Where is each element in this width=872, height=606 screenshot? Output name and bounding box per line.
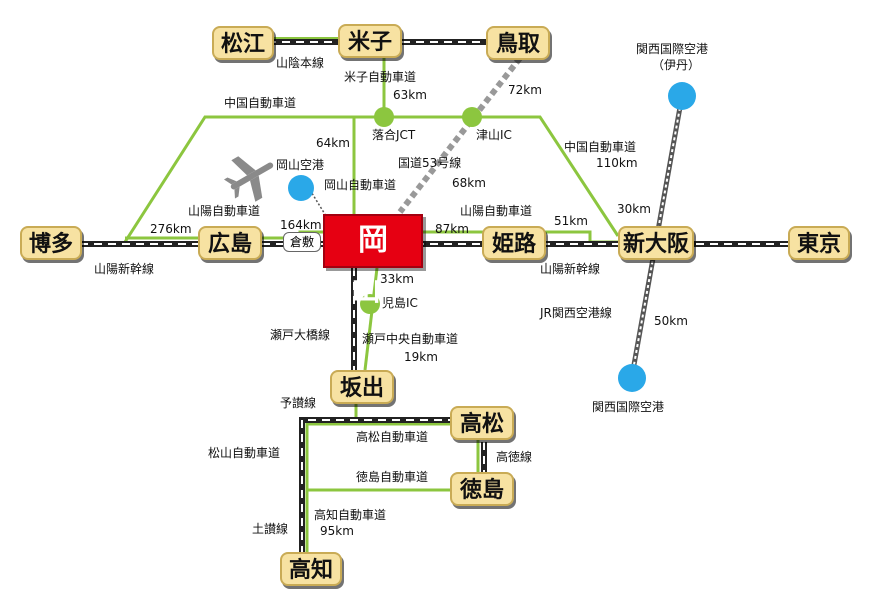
label-kojima-ic: 児島IC [382,296,418,310]
city-tottori[interactable]: 鳥取 [486,26,550,60]
city-shin-osaka[interactable]: 新大阪 [618,226,694,260]
label-itami-note: （伊丹） [652,58,701,72]
label-tokushima-expressway: 徳島自動車道 [356,470,429,484]
label-kansai-airport: 関西国際空港 [592,400,665,414]
label-himeji-distance: 87km [435,222,469,236]
city-okayama[interactable]: 岡山 [323,214,423,308]
city-tokushima[interactable]: 徳島 [450,472,514,506]
city-himeji[interactable]: 姫路 [482,226,546,260]
label-chugoku-east-distance: 110km [596,156,638,170]
label-okayama-airport: 岡山空港 [276,158,325,172]
label-sanin-line: 山陰本線 [276,56,325,70]
label-kotoku-line: 高徳線 [496,450,533,464]
okayama-airport-dot [288,175,314,201]
label-kansai-line-distance: 50km [654,314,688,328]
label-okayama-exp-distance: 64km [316,136,350,150]
route53-line [397,56,523,214]
label-okayama-expressway: 岡山自動車道 [324,178,397,192]
chugoku-expressway-line [123,115,620,243]
label-yosan-line: 予讃線 [280,396,317,410]
tsuyama-ic-dot [462,107,482,127]
label-route53: 国道53号線 [398,156,462,170]
label-ochiai-jct: 落合JCT [372,128,416,142]
city-hakata[interactable]: 博多 [20,226,82,260]
label-takamatsu-expressway: 高松自動車道 [356,430,429,444]
label-chugoku-expressway-east: 中国自動車道 [564,140,637,154]
label-hiroshima-distance: 164km [280,218,322,232]
label-kojima-distance: 33km [380,272,414,286]
label-hakata-distance: 276km [150,222,192,236]
label-sanyo-shinkansen-west: 山陽新幹線 [94,262,155,276]
kansai-airport-dot [618,364,646,392]
label-tsuyama-ic: 津山IC [476,128,512,142]
city-matsue[interactable]: 松江 [212,26,274,60]
label-yonago-expressway: 米子自動車道 [344,70,417,84]
label-sanyo-expressway-west: 山陽自動車道 [188,204,261,218]
label-sanyo-shinkansen-east: 山陽新幹線 [540,262,601,276]
city-sakaide[interactable]: 坂出 [330,370,394,404]
station-kurashiki[interactable]: 倉敷 [283,232,321,252]
label-matsuyama-expressway: 松山自動車道 [208,446,281,460]
label-dosan-line: 土讃線 [252,522,289,536]
label-seto-ohashi-line: 瀬戸大橋線 [270,328,331,342]
label-itami-airport: 関西国際空港 [636,42,709,56]
label-chugoku-expressway-west: 中国自動車道 [224,96,297,110]
kojima-ic-dot [360,294,380,314]
label-seto-chuo-distance: 19km [404,350,438,364]
city-hiroshima[interactable]: 広島 [198,226,262,260]
ochiai-jct-dot [374,107,394,127]
label-osaka-51km: 51km [554,214,588,228]
airplane-icon [223,156,274,202]
label-yonago-distance: 63km [393,88,427,102]
label-kochi-expressway: 高知自動車道 [314,508,387,522]
label-seto-chuo-expressway: 瀬戸中央自動車道 [362,332,459,346]
airport-link [309,189,327,217]
label-osaka-30km: 30km [617,202,651,216]
label-jr-kansai-airport-line: JR関西空港線 [540,306,612,320]
city-tokyo[interactable]: 東京 [788,226,850,260]
label-tottori-distance: 72km [508,83,542,97]
itami-airport-dot [668,82,696,110]
city-kochi[interactable]: 高知 [280,552,342,586]
city-takamatsu[interactable]: 高松 [450,406,514,440]
label-kochi-distance: 95km [320,524,354,538]
label-route53-distance: 68km [452,176,486,190]
seto-chuo-expressway-line [363,267,379,371]
city-yonago[interactable]: 米子 [338,24,402,58]
label-sanyo-expressway-east: 山陽自動車道 [460,204,533,218]
